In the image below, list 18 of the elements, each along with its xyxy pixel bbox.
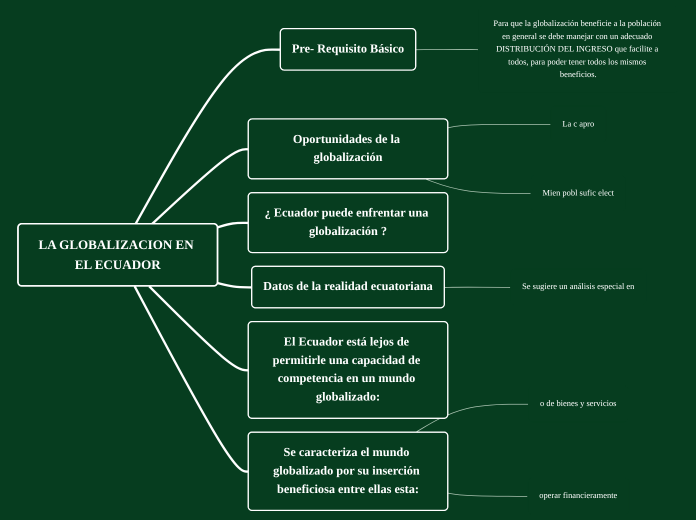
connector — [414, 404, 530, 433]
node-text: o de bienes y servicios — [540, 399, 616, 408]
node-text: Para que la globalización beneficie a la población en general se debe manejar con un adecuado DISTRIBUCIÓN DEL INGRESO que facilite a todos, para poder tener todos los mismos beneficios. — [493, 19, 662, 80]
connector — [134, 48, 281, 225]
connector — [218, 222, 249, 228]
connector — [426, 178, 532, 194]
connector — [148, 285, 249, 372]
connector — [444, 286, 512, 288]
connector — [134, 286, 249, 473]
connector — [416, 49, 480, 50]
node-text: operar financieramente — [539, 491, 618, 500]
node-text: Se sugiere un análisis especial en — [522, 282, 634, 292]
node-text: Mien pobl sufic elect — [542, 188, 614, 198]
connector — [151, 148, 249, 225]
connector — [448, 124, 552, 128]
connector — [448, 492, 528, 497]
node-text: La c apro — [562, 119, 594, 129]
connector — [218, 282, 252, 289]
